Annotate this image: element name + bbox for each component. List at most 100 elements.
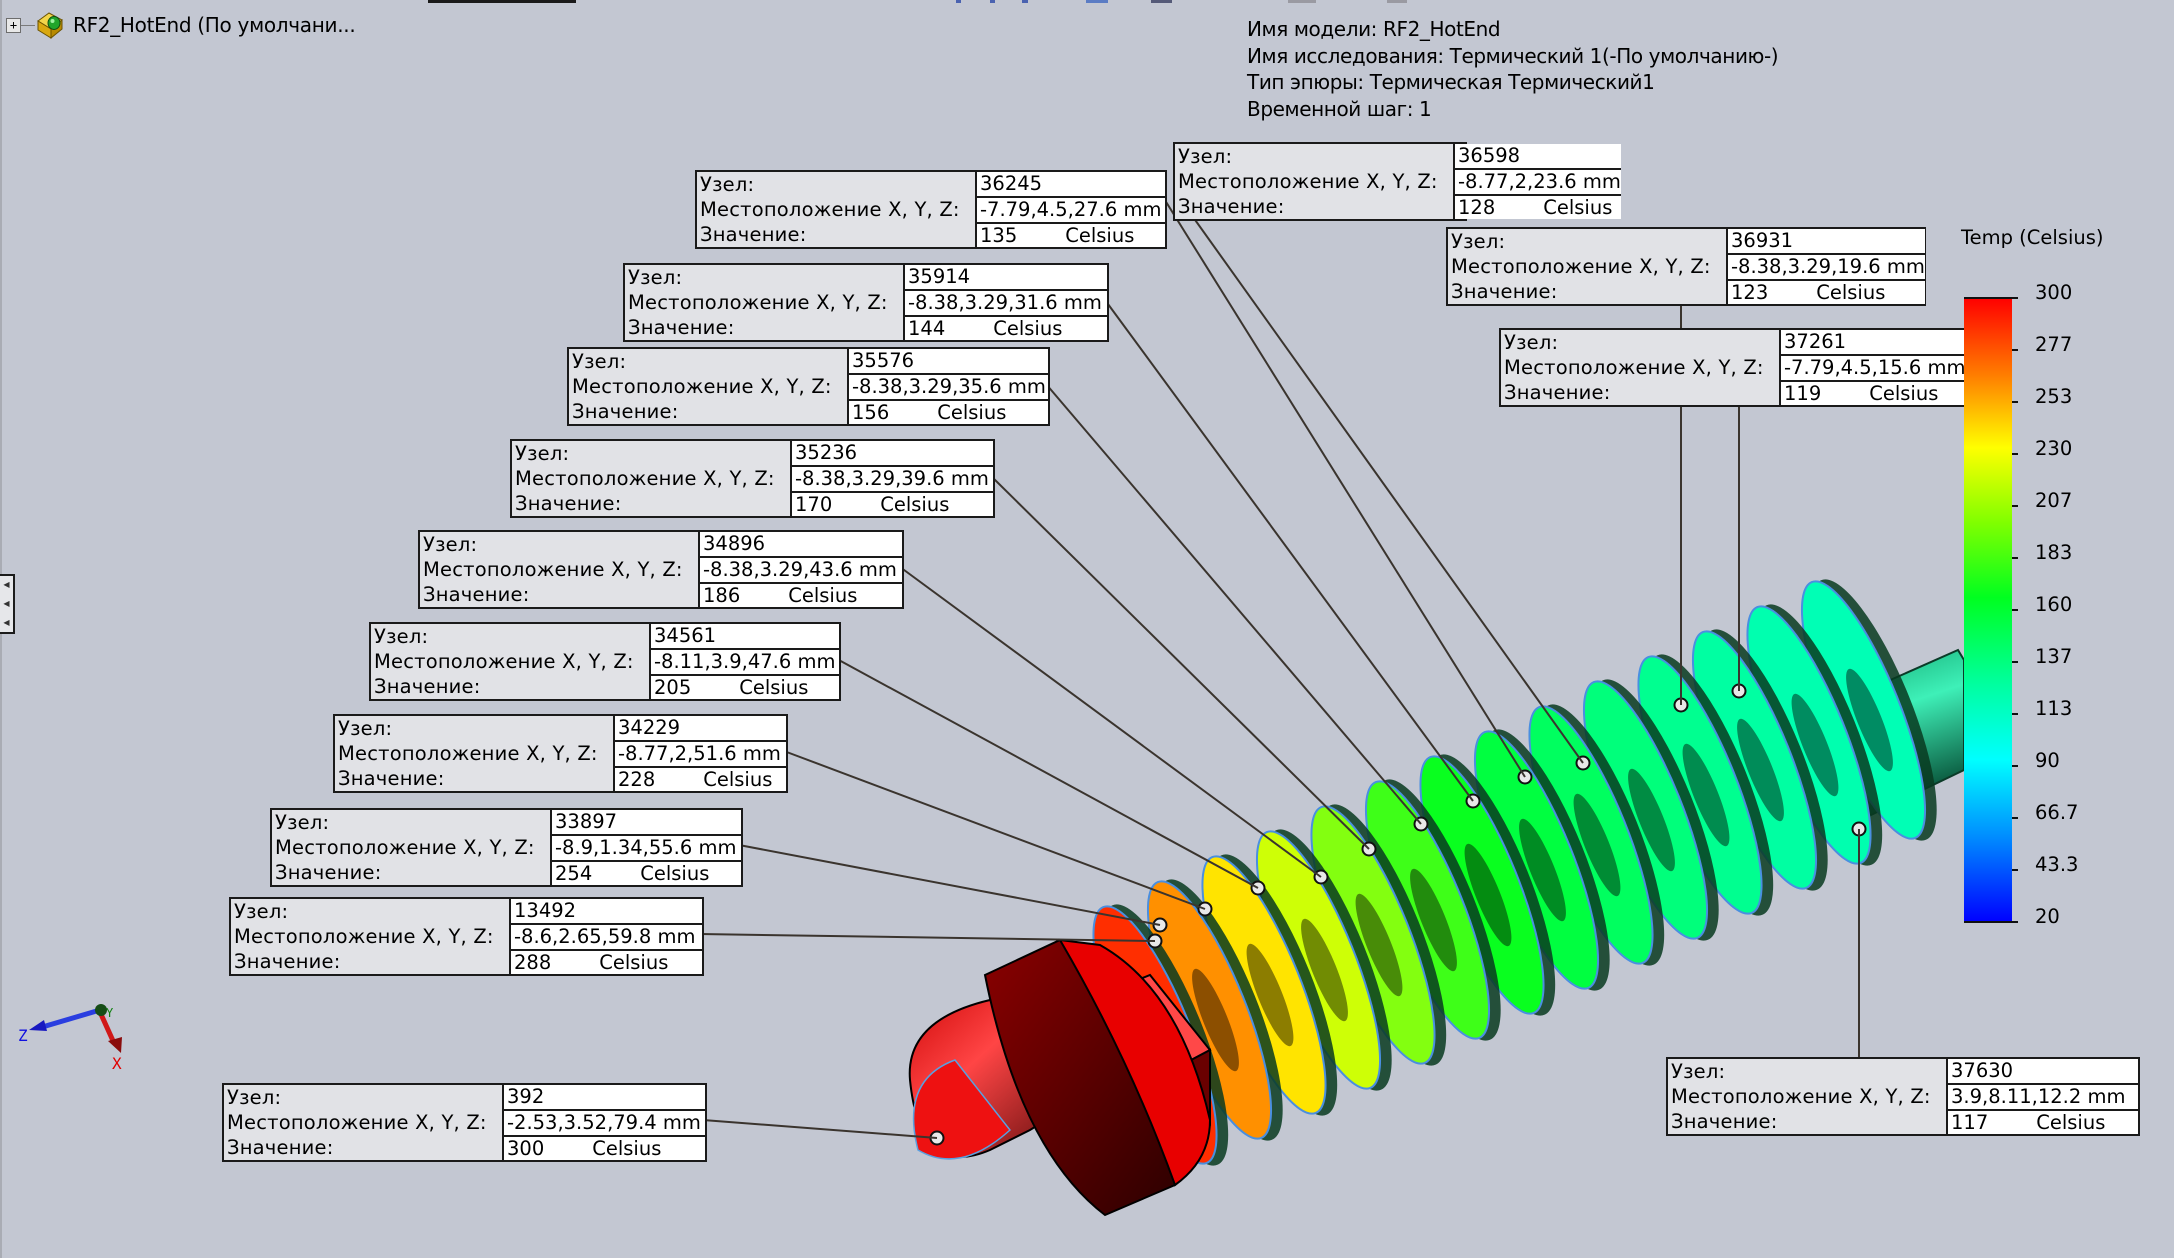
toolbar-fragment <box>1387 0 1407 3</box>
node-location: -8.38,3.29,19.6 mm <box>1728 253 1925 279</box>
probe-box[interactable]: Узел: Местоположение X, Y, Z: Значение: … <box>229 897 704 976</box>
location-label: Местоположение X, Y, Z: <box>572 375 832 398</box>
location-label: Местоположение X, Y, Z: <box>227 1111 487 1134</box>
temperature-value: 135 <box>980 223 1018 247</box>
temperature-unit: Celsius <box>1065 223 1135 247</box>
probe-box[interactable]: Узел: Местоположение X, Y, Z: Значение: … <box>418 530 904 609</box>
legend-tick <box>2012 765 2018 767</box>
temperature-value: 117 <box>1951 1110 1989 1134</box>
node-marker <box>1250 880 1266 896</box>
node-label: Узел: <box>1671 1060 1726 1083</box>
expand-icon[interactable]: + <box>6 17 21 33</box>
node-label: Узел: <box>1451 230 1506 253</box>
node-marker <box>929 1130 945 1146</box>
node-label: Узел: <box>234 900 289 923</box>
node-marker <box>1673 697 1689 713</box>
probe-box[interactable]: Узел: Местоположение X, Y, Z: Значение: … <box>1666 1057 2140 1136</box>
node-id: 33897 <box>555 810 618 833</box>
model-name: Имя модели: RF2_HotEnd <box>1247 17 1501 41</box>
legend-tick-label: 90 <box>2035 749 2060 772</box>
legend-tick <box>2012 713 2018 715</box>
probe-box[interactable]: Узел: Местоположение X, Y, Z: Значение: … <box>1173 142 1621 221</box>
value-label: Значение: <box>374 675 481 698</box>
temperature-value: 300 <box>507 1136 545 1160</box>
panel-expand-tab[interactable]: ◀ ◀ ◀ <box>0 574 15 634</box>
triad-z-label: Z <box>18 1026 28 1045</box>
location-label: Местоположение X, Y, Z: <box>374 650 634 673</box>
fin <box>1310 804 1447 1066</box>
value-label: Значение: <box>423 583 530 606</box>
probe-box[interactable]: Узел: Местоположение X, Y, Z: Значение: … <box>1499 328 1969 407</box>
probe-labels: Узел: Местоположение X, Y, Z: Значение: <box>231 899 511 974</box>
arrow-left-icon: ◀ <box>3 580 10 590</box>
legend-tick <box>2012 453 2018 455</box>
axis-triad[interactable]: Z Y X <box>14 995 124 1080</box>
legend-color-bar <box>1964 298 2012 922</box>
probe-labels: Узел: Местоположение X, Y, Z: Значение: <box>371 624 651 699</box>
time-step: Временной шаг: 1 <box>1247 96 1432 121</box>
value-label: Значение: <box>234 950 341 973</box>
probe-box[interactable]: Узел: Местоположение X, Y, Z: Значение: … <box>222 1083 707 1162</box>
node-id: 36931 <box>1731 229 1794 252</box>
triad-z-arrow <box>29 1020 47 1031</box>
node-location: -8.11,3.9,47.6 mm <box>651 648 839 674</box>
value-label: Значение: <box>515 492 622 515</box>
probe-box[interactable]: Узел: Местоположение X, Y, Z: Значение: … <box>695 170 1167 249</box>
value-label: Значение: <box>572 400 679 423</box>
node-id: 34561 <box>654 624 717 647</box>
node-location: -8.6,2.65,59.8 mm <box>511 923 702 949</box>
value-label: Значение: <box>275 861 382 884</box>
temperature-unit: Celsius <box>703 767 773 791</box>
temperature-value: 254 <box>555 861 593 885</box>
node-label: Узел: <box>423 533 478 556</box>
temperature-unit: Celsius <box>880 492 950 516</box>
node-marker <box>1575 755 1591 771</box>
node-location: 3.9,8.11,12.2 mm <box>1948 1083 2138 1109</box>
legend-tick-label: 137 <box>2035 645 2073 668</box>
probe-box[interactable]: Узел: Местоположение X, Y, Z: Значение: … <box>369 622 841 701</box>
node-id: 37261 <box>1784 330 1847 353</box>
triad-origin <box>95 1004 107 1016</box>
legend-tick-label: 253 <box>2035 385 2073 408</box>
feature-tree-root[interactable]: + RF2_HotEnd (По умолчани... <box>6 10 356 40</box>
value-label: Значение: <box>700 223 807 246</box>
temperature-value: 186 <box>703 583 741 607</box>
legend-title: Temp (Celsius) <box>1961 226 2104 249</box>
flange-face <box>1058 938 1212 1187</box>
probe-box[interactable]: Узел: Местоположение X, Y, Z: Значение: … <box>567 347 1050 426</box>
toolbar-fragment <box>1288 0 1316 3</box>
node-location: -8.77,2,23.6 mm <box>1455 168 1621 194</box>
node-label: Узел: <box>1504 331 1559 354</box>
node-id: 35576 <box>852 349 915 372</box>
node-marker <box>1197 901 1213 917</box>
probe-box[interactable]: Узел: Местоположение X, Y, Z: Значение: … <box>623 263 1109 342</box>
location-label: Местоположение X, Y, Z: <box>234 925 494 948</box>
node-marker <box>1465 793 1481 809</box>
probe-box[interactable]: Узел: Местоположение X, Y, Z: Значение: … <box>1446 227 1926 306</box>
probe-box[interactable]: Узел: Местоположение X, Y, Z: Значение: … <box>510 439 995 518</box>
temperature-unit: Celsius <box>1816 280 1886 304</box>
probe-box[interactable]: Узел: Местоположение X, Y, Z: Значение: … <box>270 808 743 887</box>
probe-box[interactable]: Узел: Местоположение X, Y, Z: Значение: … <box>333 714 788 793</box>
value-label: Значение: <box>1504 381 1611 404</box>
fin <box>1473 729 1610 991</box>
legend-top-cap <box>1964 297 2018 299</box>
part-name[interactable]: RF2_HotEnd (По умолчани... <box>73 13 356 37</box>
legend-tick-label: 277 <box>2035 333 2073 356</box>
fin <box>1364 779 1501 1041</box>
node-label: Узел: <box>515 442 570 465</box>
legend-tick-label: 230 <box>2035 437 2073 460</box>
legend-tick <box>2012 609 2018 611</box>
node-label: Узел: <box>628 266 683 289</box>
node-value: 135 Celsius <box>977 221 1165 248</box>
node-location: -7.79,4.5,15.6 mm <box>1781 354 1967 380</box>
plot-type: Тип эпюры: Термическая Термический1 <box>1247 70 1655 94</box>
node-id: 35914 <box>908 265 971 288</box>
probe-labels: Узел: Местоположение X, Y, Z: Значение: <box>1448 229 1728 304</box>
node-marker <box>1152 917 1168 933</box>
